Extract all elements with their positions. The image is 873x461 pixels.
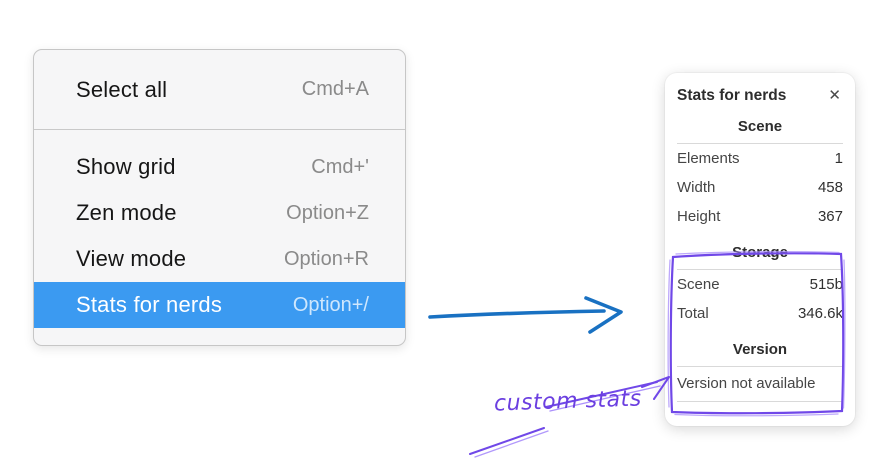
stat-row-elements: Elements 1 xyxy=(677,144,843,173)
menu-item-shortcut: Option+/ xyxy=(292,293,369,316)
context-menu: Select all Cmd+A Show grid Cmd+' Zen mod… xyxy=(33,49,406,346)
menu-divider xyxy=(34,129,405,130)
menu-item-shortcut: Cmd+' xyxy=(311,155,369,178)
version-note: Version not available xyxy=(677,367,843,402)
menu-to-panel-arrow xyxy=(428,296,623,334)
menu-section-bottom: Show grid Cmd+' Zen mode Option+Z View m… xyxy=(34,130,405,345)
stats-panel-title: Stats for nerds xyxy=(677,86,787,104)
menu-item-label: Stats for nerds xyxy=(76,292,223,317)
stat-label: Width xyxy=(677,179,716,196)
section-heading-scene: Scene xyxy=(677,114,843,144)
stat-value: 515b xyxy=(809,276,843,293)
menu-item-select-all[interactable]: Select all Cmd+A xyxy=(34,50,405,129)
stats-panel: Stats for nerds ✕ Scene Elements 1 Width… xyxy=(665,73,855,426)
menu-item-shortcut: Cmd+A xyxy=(301,78,369,100)
stat-label: Total xyxy=(677,305,709,322)
custom-stats-arrow xyxy=(545,376,670,412)
stat-label: Elements xyxy=(677,150,740,167)
menu-item-label: Show grid xyxy=(76,154,176,179)
stat-row-scene-storage: Scene 515b xyxy=(677,270,843,299)
stat-label: Scene xyxy=(677,276,720,293)
menu-item-shortcut: Option+Z xyxy=(286,201,369,224)
stat-value: 458 xyxy=(817,179,843,196)
stat-value: 1 xyxy=(834,150,843,167)
menu-item-stats-for-nerds[interactable]: Stats for nerds Option+/ xyxy=(34,282,405,328)
stat-row-height: Height 367 xyxy=(677,202,843,231)
custom-stats-label: custom stats xyxy=(493,386,643,417)
stat-row-total-storage: Total 346.6k xyxy=(677,299,843,328)
menu-section-top: Select all Cmd+A xyxy=(34,50,405,129)
menu-item-label: Select all xyxy=(76,76,168,102)
section-heading-storage: Storage xyxy=(677,240,843,270)
stats-panel-titlebar: Stats for nerds ✕ xyxy=(677,86,843,105)
custom-stats-underline-stroke xyxy=(469,427,549,458)
menu-item-shortcut: Option+R xyxy=(283,247,369,270)
stat-value: 346.6k xyxy=(797,305,843,322)
stat-label: Height xyxy=(677,208,721,225)
menu-item-show-grid[interactable]: Show grid Cmd+' xyxy=(34,144,405,190)
stat-row-width: Width 458 xyxy=(677,173,843,202)
stat-value: 367 xyxy=(817,208,843,225)
section-heading-version: Version xyxy=(677,337,843,367)
menu-item-zen-mode[interactable]: Zen mode Option+Z xyxy=(34,190,405,236)
close-icon[interactable]: ✕ xyxy=(828,87,841,104)
menu-item-label: Zen mode xyxy=(76,200,177,225)
menu-item-view-mode[interactable]: View mode Option+R xyxy=(34,236,405,282)
menu-item-label: View mode xyxy=(76,246,187,271)
